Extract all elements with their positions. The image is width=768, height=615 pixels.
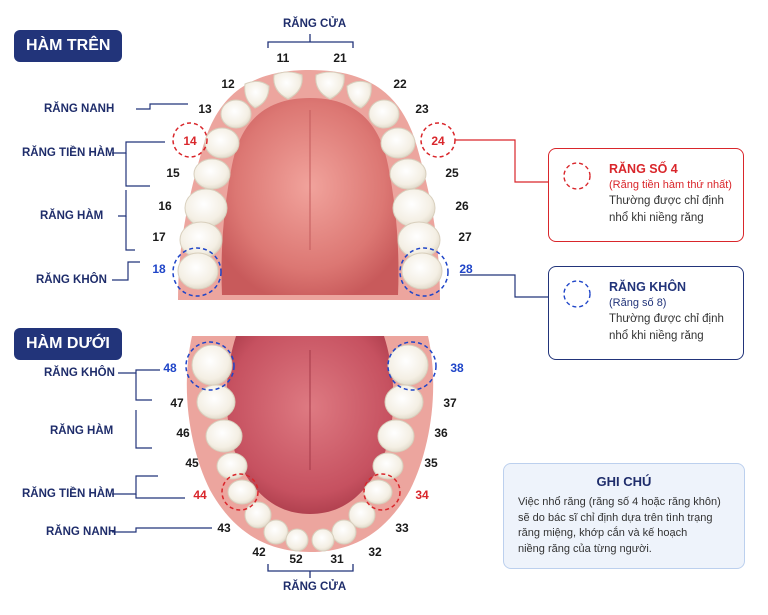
tooth-number-45: 45 — [185, 456, 199, 470]
callout-premolar-subtitle: (Răng tiền hàm thứ nhất) — [609, 179, 732, 191]
tooth-number-18: 18 — [152, 262, 166, 276]
upper-jaw-title: HÀM TRÊN — [14, 30, 123, 62]
callout-premolar-body: Thường được chỉ định nhổ khi niềng răng — [609, 195, 724, 224]
tooth-number-22: 22 — [393, 77, 407, 91]
tooth-number-13: 13 — [198, 102, 212, 116]
tooth-number-12: 12 — [221, 77, 235, 91]
tooth-number-37: 37 — [443, 396, 457, 410]
highlight-48 — [185, 341, 235, 391]
tooth-number-36: 36 — [434, 426, 448, 440]
tooth-number-34: 34 — [415, 488, 429, 502]
tooth-number-52: 52 — [289, 552, 303, 566]
tooth-number-23: 23 — [415, 102, 429, 116]
callout-premolar-4: RĂNG SỐ 4 (Răng tiền hàm thứ nhất) Thườn… — [548, 148, 744, 242]
tooth-number-35: 35 — [424, 456, 438, 470]
tooth-number-46: 46 — [176, 426, 190, 440]
tooth-number-43: 43 — [217, 521, 231, 535]
callout-wisdom-body: Thường được chỉ định nhổ khi niềng răng — [609, 313, 724, 342]
note-box: GHI CHÚ Việc nhổ răng (răng số 4 hoặc ră… — [503, 463, 745, 569]
tooth-number-47: 47 — [170, 396, 184, 410]
callout-wisdom: RĂNG KHÔN (Răng số 8) Thường được chỉ đị… — [548, 266, 744, 360]
tooth-number-27: 27 — [458, 230, 472, 244]
tooth-number-48: 48 — [163, 361, 177, 375]
tooth-number-33: 33 — [395, 521, 409, 535]
upper-wisdom-label: RĂNG KHÔN — [36, 274, 107, 286]
tooth-number-44: 44 — [193, 488, 207, 502]
lower-canine-label: RĂNG NANH — [46, 526, 117, 538]
lower-molar-label: RĂNG HÀM — [50, 425, 114, 437]
note-body: Việc nhổ răng (răng số 4 hoặc răng khôn)… — [518, 496, 721, 555]
upper-molar-label: RĂNG HÀM — [40, 210, 104, 222]
upper-canine-label: RĂNG NANH — [44, 103, 115, 115]
tooth-number-42: 42 — [252, 545, 266, 559]
tooth-number-24: 24 — [431, 134, 445, 148]
tooth-number-32: 32 — [368, 545, 382, 559]
highlight-28 — [399, 247, 449, 297]
lower-premolar-label: RĂNG TIỀN HÀM — [22, 488, 115, 500]
upper-teeth — [177, 71, 443, 290]
tooth-number-28: 28 — [459, 262, 473, 276]
highlight-34 — [363, 473, 401, 511]
highlight-14 — [172, 122, 208, 158]
lower-front-teeth-label: RĂNG CỬA — [283, 581, 347, 593]
tooth-number-31: 31 — [330, 552, 344, 566]
lower-jaw-title: HÀM DƯỚI — [14, 328, 122, 360]
red-dashed-circle-icon — [563, 162, 591, 190]
blue-dashed-circle-icon — [563, 280, 591, 308]
tooth-number-11: 11 — [276, 51, 290, 65]
tooth-number-17: 17 — [152, 230, 166, 244]
tooth-number-25: 25 — [445, 166, 459, 180]
upper-premolar-label: RĂNG TIỀN HÀM — [22, 147, 115, 159]
tooth-number-16: 16 — [158, 199, 172, 213]
tooth-number-15: 15 — [166, 166, 180, 180]
tooth-number-26: 26 — [455, 199, 469, 213]
callout-wisdom-subtitle: (Răng số 8) — [609, 297, 667, 309]
highlight-38 — [387, 341, 437, 391]
upper-front-teeth-label: RĂNG CỬA — [283, 18, 347, 30]
tooth-number-38: 38 — [450, 361, 464, 375]
callout-premolar-title: RĂNG SỐ 4 — [609, 162, 678, 176]
callout-wisdom-title: RĂNG KHÔN — [609, 280, 687, 294]
highlight-18 — [172, 247, 222, 297]
note-title: GHI CHÚ — [596, 474, 652, 489]
tooth-number-21: 21 — [333, 51, 347, 65]
highlight-44 — [221, 473, 259, 511]
lower-wisdom-label: RĂNG KHÔN — [44, 367, 115, 379]
lower-teeth — [191, 344, 429, 552]
tooth-number-14: 14 — [183, 134, 197, 148]
